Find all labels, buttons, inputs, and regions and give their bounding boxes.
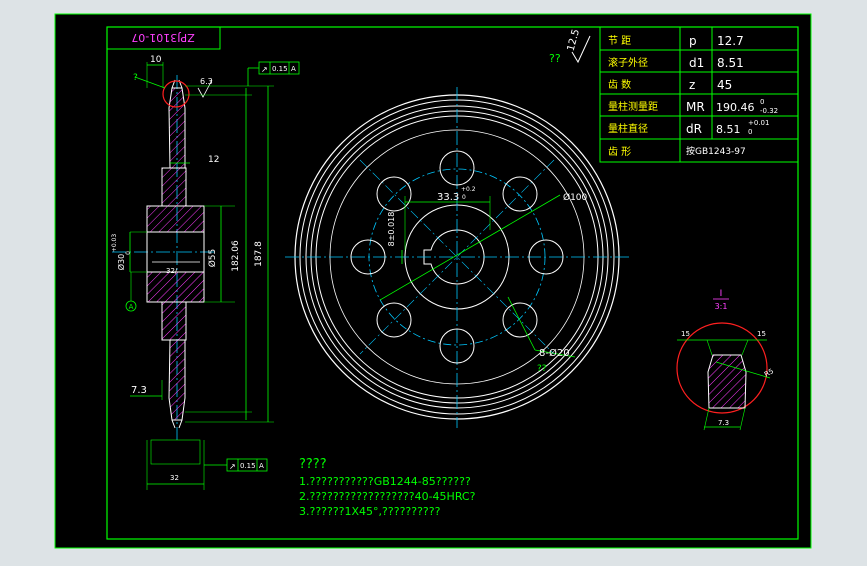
side-section-view: ? 10 12 6.3 ↗ 0.15 A ↗ 0.15 — [111, 55, 300, 490]
drawing-number: ZPJ3101-07 — [131, 31, 194, 44]
dim-keyway-tol-low: 0 — [462, 194, 466, 201]
detail-circle — [676, 322, 768, 414]
dim-bottom-width: 32 — [170, 474, 179, 482]
dim-root-dia: 182.06 — [231, 240, 241, 272]
table-label-tooth-form: 齿 形 — [608, 146, 631, 158]
dim-pitch-circle: Ø100 — [563, 192, 588, 203]
svg-text:↗: ↗ — [261, 65, 268, 74]
table-tol-upper-mr: 0 — [760, 98, 764, 106]
table-label-pitch: 节 距 — [608, 35, 631, 47]
drawing-border — [106, 26, 799, 540]
note-line-2: 2.??????????????????40-45HRC? — [299, 490, 476, 503]
svg-text:0.15: 0.15 — [240, 462, 256, 470]
runout-frame-bottom: ↗ 0.15 A — [204, 458, 268, 472]
detail-radius: R5 — [763, 367, 775, 379]
notes-heading: ???? — [299, 457, 327, 472]
table-label-roller-dia: 滚子外径 — [608, 56, 648, 69]
dim-outer-dia: 187.8 — [254, 241, 264, 267]
front-view: 33.3 +0.2 0 8±0.018 Ø100 8-Ø20 ?? — [285, 87, 630, 428]
table-symbol-p: p — [689, 34, 697, 48]
table-value-pitch: 12.7 — [717, 34, 744, 48]
roughness-marker: ?? — [549, 52, 561, 65]
bore-tol-upper: +0.03 — [111, 234, 118, 253]
parameter-table: 节 距 滚子外径 齿 数 量柱测量距 量柱直径 齿 形 p d1 z MR dR… — [599, 26, 799, 163]
detail-view: I 3:1 15 15 R5 7.3 — [676, 289, 775, 431]
detail-dim-left: 15 — [681, 330, 690, 338]
table-value-tooth-form: 按GB1243-97 — [686, 145, 746, 157]
table-label-measure-dia: 量柱直径 — [608, 122, 648, 135]
svg-text:A: A — [259, 462, 264, 470]
table-value-teeth: 45 — [717, 78, 732, 92]
table-tol-lower-mr: -0.32 — [760, 107, 778, 115]
title-field-box — [106, 26, 221, 50]
detail-callout-circle — [162, 80, 190, 108]
technical-notes: ???? 1.???????????GB1244-85?????? 2.????… — [299, 457, 476, 518]
table-tol-lower-dr: 0 — [748, 128, 752, 136]
datum-label: A — [129, 303, 134, 311]
table-label-measure-dist: 量柱测量距 — [608, 100, 658, 113]
dim-keyway-tol: +0.2 — [461, 186, 476, 193]
svg-text:0.15: 0.15 — [272, 65, 288, 73]
detail-label: I — [720, 289, 723, 299]
table-label-teeth: 齿 数 — [608, 78, 631, 91]
detail-dim-right: 15 — [757, 330, 766, 338]
bore-tol-lower: 0 — [125, 251, 132, 255]
table-symbol-mr: MR — [686, 100, 705, 114]
detail-question-mark: ? — [133, 73, 138, 83]
dim-hub-width: 12 — [208, 155, 219, 165]
bore-keyway — [423, 229, 485, 285]
svg-text:A: A — [291, 65, 296, 73]
dim-tooth-width: 7.3 — [131, 385, 147, 396]
table-symbol-z: z — [689, 78, 695, 92]
detail-tooth — [707, 354, 747, 409]
table-value-measure-dist: 190.46 — [716, 101, 755, 114]
detail-dim-bottom: 7.3 — [718, 419, 729, 427]
dim-top-width: 10 — [150, 55, 162, 65]
roughness-face: 6.3 — [200, 77, 213, 86]
dim-bore: Ø30 — [116, 254, 126, 270]
dim-key-width: 8±0.018 — [387, 212, 396, 247]
dim-keyway-depth: 33.3 — [437, 192, 459, 203]
table-value-roller-dia: 8.51 — [717, 56, 744, 70]
holes-note: ?? — [537, 364, 547, 374]
runout-frame-top: ↗ 0.15 A — [247, 61, 300, 86]
table-symbol-dr: dR — [686, 122, 702, 136]
chamfer-label: 32/ — [166, 267, 178, 275]
note-line-3: 3.??????1X45°,?????????? — [299, 505, 441, 518]
svg-text:↗: ↗ — [229, 462, 236, 471]
note-line-1: 1.???????????GB1244-85?????? — [299, 475, 471, 488]
dim-holes: 8-Ø20 — [539, 347, 570, 359]
detail-scale: 3:1 — [715, 302, 728, 311]
table-symbol-d1: d1 — [689, 56, 704, 70]
table-value-measure-dia: 8.51 — [716, 123, 741, 136]
table-tol-upper-dr: +0.01 — [748, 119, 769, 127]
dim-hub-dia: Ø55 — [207, 249, 218, 268]
lightening-holes — [350, 150, 564, 364]
